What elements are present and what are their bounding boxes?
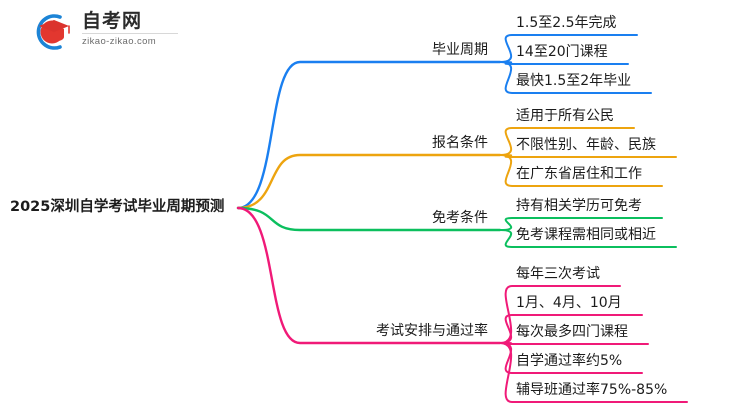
connector-path (499, 154, 677, 158)
logo-name-cn: 自考网 (82, 10, 143, 32)
leaf-label-4-3: 每次最多四门课程 (516, 324, 628, 340)
connector-path (236, 206, 502, 345)
leaf-label-4-5: 辅导班通过率75%-85% (516, 382, 668, 398)
leaf-label-3-1: 持有相关学历可免考 (516, 198, 642, 214)
logo-url: zikao-zikao.com (82, 36, 157, 47)
connector-path (236, 60, 502, 210)
logo-wordmark: 自考网 zikao-zikao.com (82, 10, 178, 47)
leaf-label-4-2: 1月、4月、10月 (516, 295, 622, 311)
connector-path (499, 314, 643, 344)
leaf-label-2-2: 不限性别、年龄、民族 (516, 137, 656, 153)
connector-path (499, 342, 688, 403)
root-node-label: 2025深圳自学考试毕业周期预测 (10, 199, 225, 215)
logo-divider (82, 33, 178, 34)
connector-path (499, 217, 663, 231)
connector-path (499, 61, 652, 94)
connector-path (499, 229, 677, 248)
leaf-label-1-3: 最快1.5至2年毕业 (516, 73, 632, 89)
connector-path (499, 154, 663, 187)
connector-path (499, 127, 635, 156)
connector-path (499, 285, 621, 344)
connector-path (236, 153, 502, 210)
branch-label-4: 考试安排与通过率 (376, 323, 488, 339)
branch-label-1: 毕业周期 (432, 42, 488, 58)
connector-path (499, 34, 638, 63)
graduation-cap-icon (28, 10, 72, 54)
connector-path (499, 61, 629, 65)
branch-label-3: 免考条件 (432, 210, 488, 226)
leaf-label-4-1: 每年三次考试 (516, 266, 600, 282)
leaf-label-2-1: 适用于所有公民 (516, 108, 614, 124)
leaf-label-3-2: 免考课程需相同或相近 (516, 227, 656, 243)
leaf-label-4-4: 自学通过率约5% (516, 353, 623, 369)
site-logo: 自考网 zikao-zikao.com (28, 8, 178, 56)
connector-path (236, 206, 502, 232)
leaf-label-2-3: 在广东省居住和工作 (516, 166, 642, 182)
connector-path (499, 342, 649, 345)
branch-label-2: 报名条件 (432, 135, 488, 151)
leaf-label-1-1: 1.5至2.5年完成 (516, 15, 617, 31)
leaf-label-1-2: 14至20门课程 (516, 44, 608, 60)
